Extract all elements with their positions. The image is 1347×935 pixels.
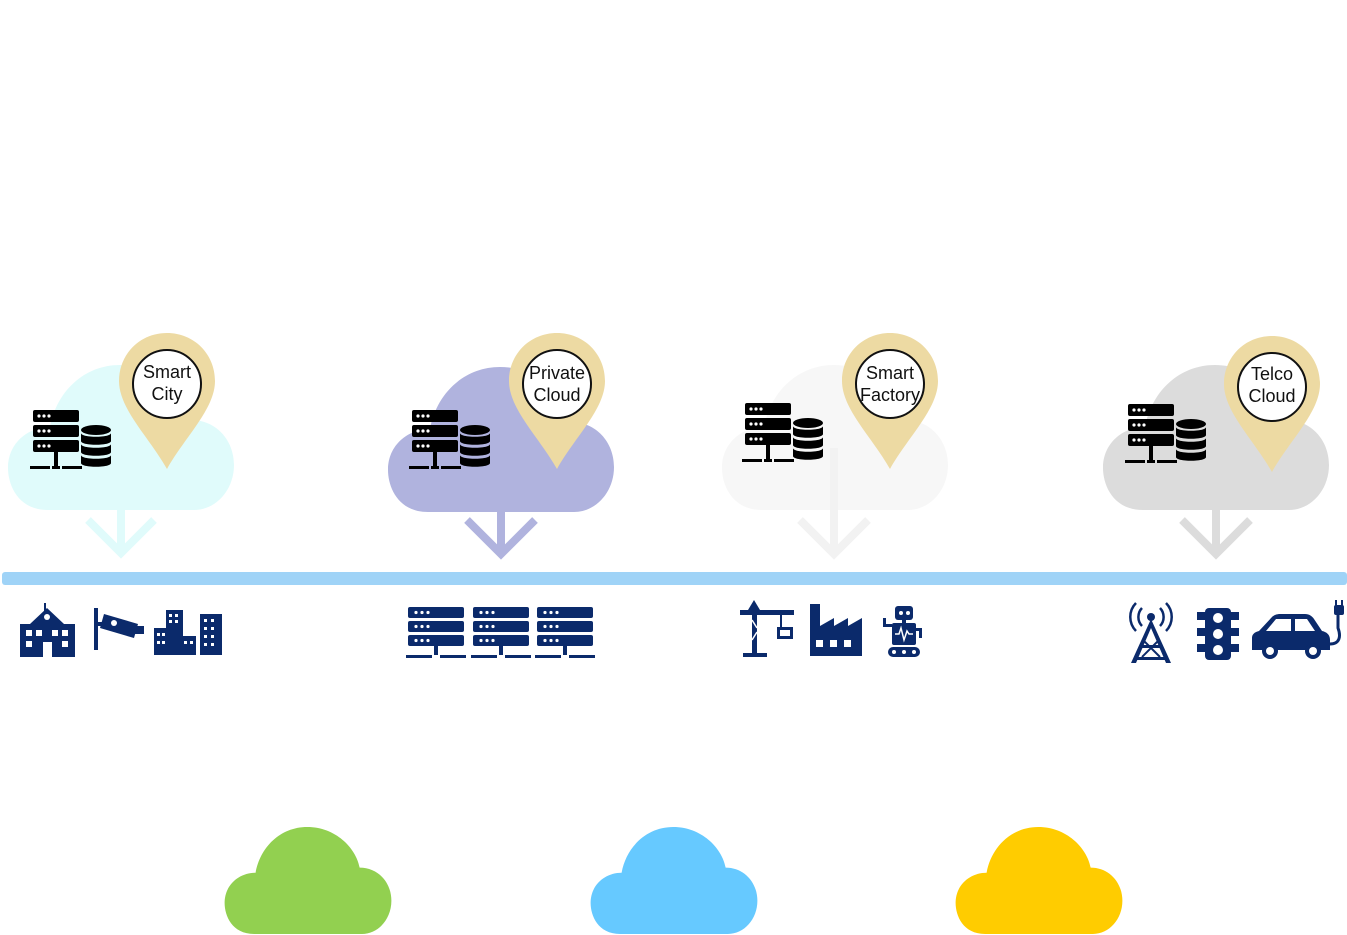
network-bus-line <box>2 572 1347 585</box>
electric-car-icon <box>1252 600 1344 659</box>
blue-cloud <box>590 827 758 934</box>
school-icon <box>20 603 75 657</box>
down-arrow <box>464 452 538 560</box>
down-arrow <box>85 450 157 559</box>
server-rack-icon <box>406 607 466 658</box>
city-buildings-icon <box>154 610 222 655</box>
down-arrow <box>1179 450 1253 560</box>
traffic-light-icon <box>1197 608 1239 660</box>
cluster-smart-factory <box>722 333 948 560</box>
down-arrow <box>797 448 871 560</box>
robot-icon <box>883 606 922 657</box>
cluster-telco-cloud <box>1103 336 1329 560</box>
green-cloud <box>224 827 392 934</box>
cctv-camera-icon <box>94 608 144 650</box>
yellow-cloud <box>955 827 1123 934</box>
server-rack-icon <box>535 607 595 658</box>
cell-tower-icon <box>1129 602 1173 663</box>
server-rack-icon <box>471 607 531 658</box>
factory-icon <box>810 604 862 656</box>
cluster-private-cloud <box>388 333 614 560</box>
cluster-smart-city <box>8 333 234 559</box>
crane-icon <box>740 600 794 657</box>
